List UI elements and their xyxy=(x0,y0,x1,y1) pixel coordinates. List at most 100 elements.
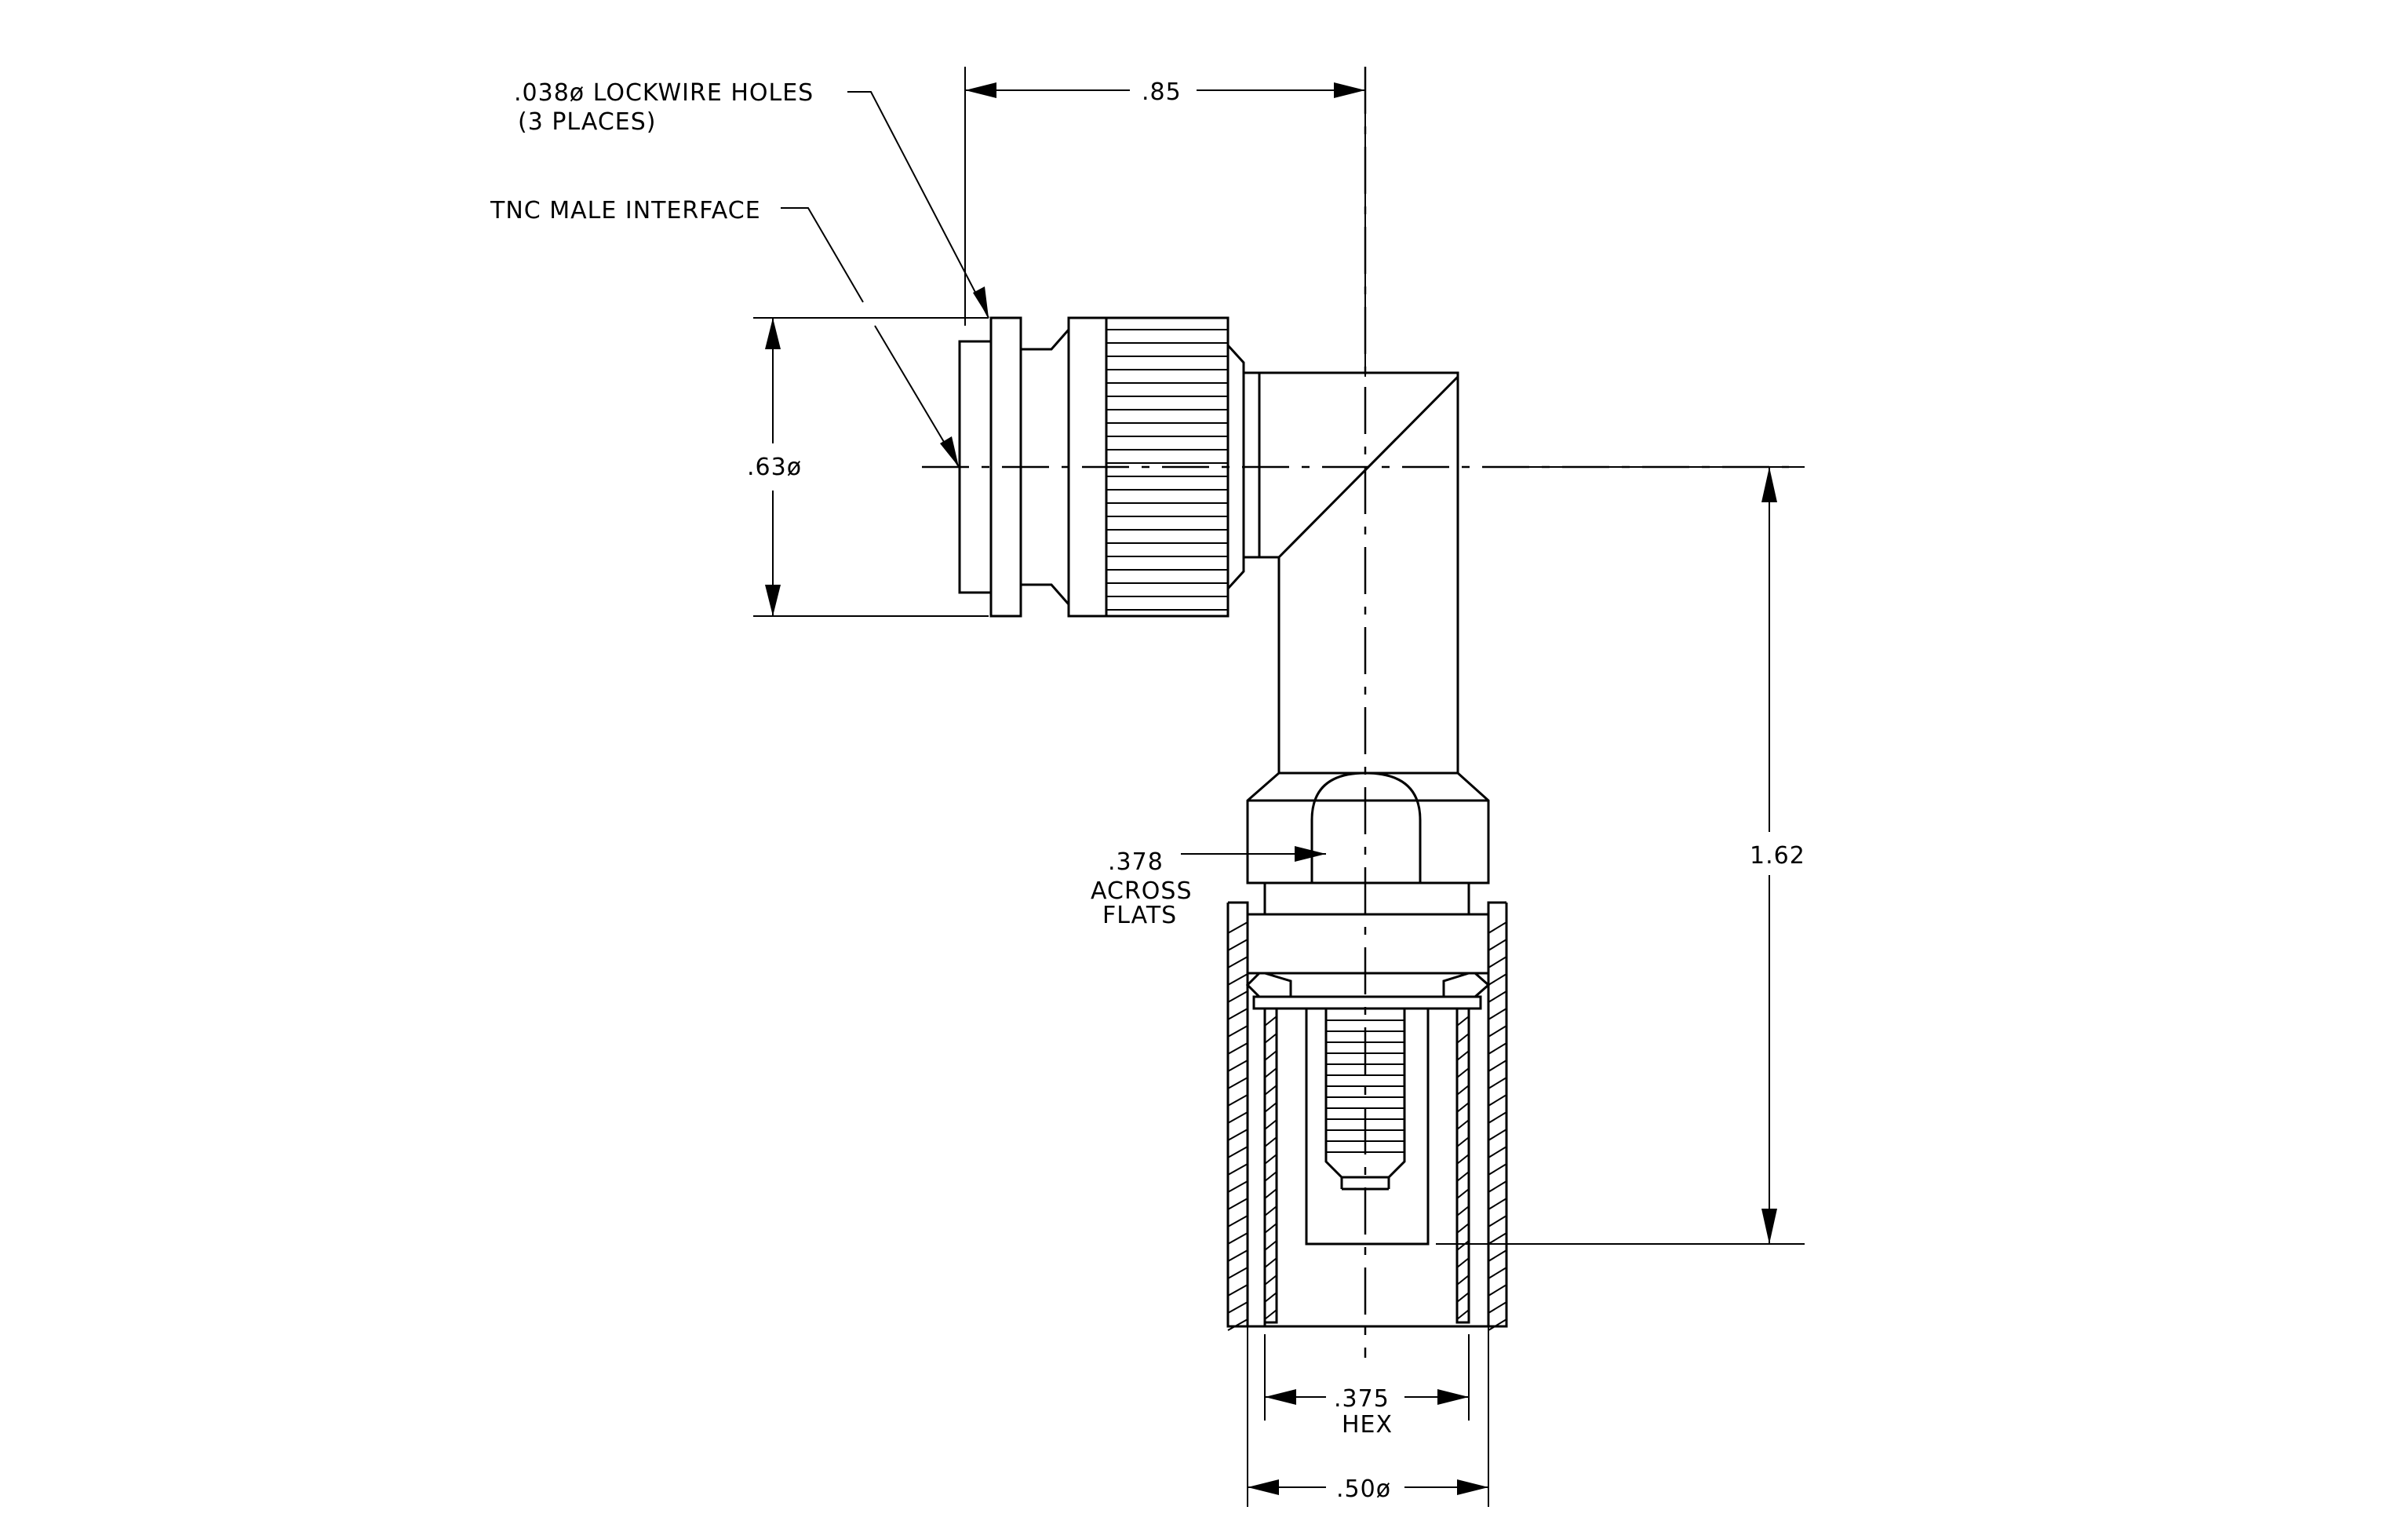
detail-line xyxy=(1264,1275,1277,1286)
detail-line xyxy=(1488,1232,1507,1245)
detail-line xyxy=(1456,1016,1470,1027)
lockwire-label-places: (3 PLACES) xyxy=(518,108,656,136)
detail-line xyxy=(1264,1154,1277,1165)
detail-line xyxy=(1227,1319,1248,1331)
hex-label: HEX xyxy=(1342,1411,1393,1439)
knurl-lines xyxy=(1106,329,1228,611)
detail-line xyxy=(1227,939,1248,951)
detail-line xyxy=(1456,1033,1470,1044)
detail-line xyxy=(1488,1319,1507,1331)
detail-line xyxy=(1456,1050,1470,1061)
detail-line xyxy=(1456,1067,1470,1078)
detail-line xyxy=(1227,1077,1248,1089)
detail-line xyxy=(1264,1257,1277,1268)
detail-line xyxy=(1456,1154,1470,1165)
detail-line xyxy=(1488,1077,1507,1089)
detail-line xyxy=(1264,1085,1277,1096)
detail-line xyxy=(1264,1033,1277,1044)
dim-width-top-value: .85 xyxy=(1142,78,1182,106)
detail-line xyxy=(1264,1171,1277,1182)
detail-line xyxy=(1264,1223,1277,1234)
detail-line xyxy=(1456,1292,1470,1303)
detail-line xyxy=(1264,1205,1277,1216)
detail-line xyxy=(1456,1240,1470,1251)
lockwire-label: .038ø LOCKWIRE HOLES xyxy=(514,79,814,107)
detail-line xyxy=(1264,1067,1277,1078)
detail-line xyxy=(1488,956,1507,968)
detail-line xyxy=(1264,1119,1277,1130)
dim-diameter-left-value: .63ø xyxy=(747,454,802,481)
detail-line xyxy=(1264,1016,1277,1027)
detail-line xyxy=(1488,1301,1507,1314)
detail-line xyxy=(1227,1267,1248,1279)
detail-line xyxy=(1488,1180,1507,1193)
detail-line xyxy=(1488,1008,1507,1020)
dimension-width-top xyxy=(965,82,1365,98)
dimension-height-right xyxy=(1761,467,1777,1244)
detail-line xyxy=(1488,1215,1507,1227)
hatching xyxy=(1227,921,1507,1331)
center-contact xyxy=(1305,1007,1430,1246)
interface-label: TNC MALE INTERFACE xyxy=(490,197,761,224)
detail-line xyxy=(1488,1267,1507,1279)
hex-value: .375 xyxy=(1334,1385,1390,1413)
detail-line xyxy=(1456,1275,1470,1286)
detail-line xyxy=(1488,1249,1507,1262)
detail-line xyxy=(1488,1094,1507,1107)
detail-line xyxy=(1488,1060,1507,1072)
flats-across: ACROSS xyxy=(1091,877,1193,905)
detail-line xyxy=(1456,1205,1470,1216)
detail-line xyxy=(1488,921,1507,934)
leader-lockwire xyxy=(847,91,989,319)
detail-line xyxy=(1456,1136,1470,1147)
detail-line xyxy=(1227,1284,1248,1297)
dimension-diameter-bottom xyxy=(1248,1479,1488,1495)
detail-line xyxy=(1264,1188,1277,1199)
detail-line xyxy=(1264,1309,1277,1320)
detail-line xyxy=(1264,1240,1277,1251)
elbow-body xyxy=(1258,371,1459,773)
detail-line xyxy=(1456,1223,1470,1234)
extension-lines xyxy=(753,67,1805,1507)
detail-line xyxy=(1456,1085,1470,1096)
flats-value: .378 xyxy=(1108,848,1164,876)
contact-serrations xyxy=(1326,1019,1404,1153)
detail-line xyxy=(1227,1060,1248,1072)
detail-line xyxy=(1456,1102,1470,1113)
detail-line xyxy=(1227,1301,1248,1314)
detail-line xyxy=(1264,1292,1277,1303)
detail-line xyxy=(1264,1050,1277,1061)
detail-line xyxy=(1227,1198,1248,1210)
leader-flats xyxy=(1181,846,1326,862)
detail-line xyxy=(1488,1284,1507,1297)
detail-line xyxy=(1488,1025,1507,1038)
dim-height-right-value: 1.62 xyxy=(1750,842,1805,870)
detail-line xyxy=(1227,1042,1248,1055)
detail-line xyxy=(1488,990,1507,1003)
dimension-hex xyxy=(1265,1389,1469,1405)
detail-line xyxy=(1227,1180,1248,1193)
detail-line xyxy=(1488,1129,1507,1141)
detail-line xyxy=(1227,990,1248,1003)
dim-diameter-bottom-value: .50ø xyxy=(1336,1475,1391,1503)
detail-line xyxy=(1227,956,1248,968)
detail-line xyxy=(1227,1163,1248,1176)
detail-line xyxy=(1227,1215,1248,1227)
leader-interface xyxy=(781,207,960,468)
centerlines xyxy=(922,67,1789,1358)
detail-line xyxy=(1227,1146,1248,1158)
detail-line xyxy=(1488,1163,1507,1176)
detail-line xyxy=(1456,1119,1470,1130)
detail-line xyxy=(1264,1136,1277,1147)
detail-line xyxy=(1227,921,1248,934)
detail-line xyxy=(1456,1309,1470,1320)
hex-body xyxy=(1246,771,1490,916)
detail-line xyxy=(1227,973,1248,986)
detail-line xyxy=(1227,1249,1248,1262)
dimension-diameter-left xyxy=(765,318,781,616)
detail-line xyxy=(1227,1111,1248,1124)
detail-line xyxy=(1488,1146,1507,1158)
detail-line xyxy=(1227,1008,1248,1020)
detail-line xyxy=(1227,1025,1248,1038)
